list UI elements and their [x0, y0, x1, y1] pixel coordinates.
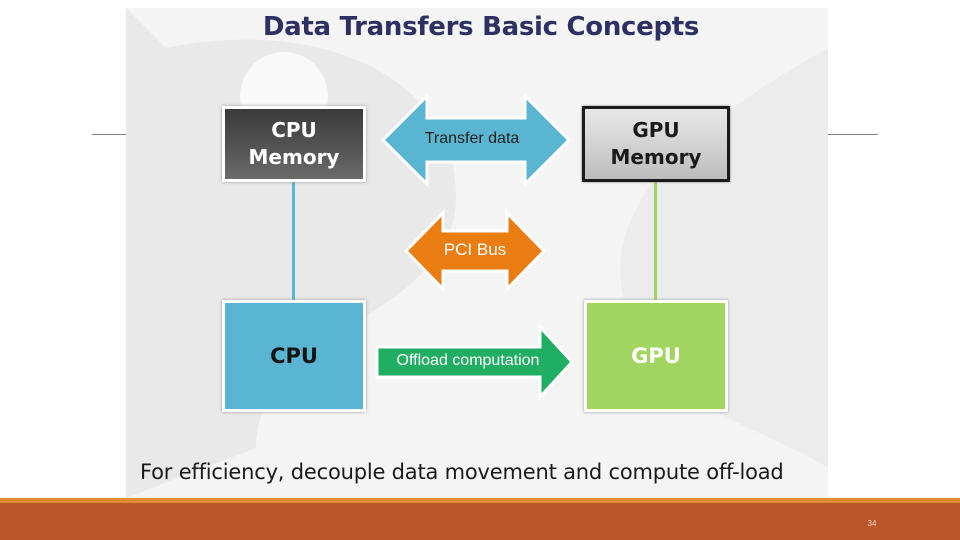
cpu-link-line	[292, 182, 295, 300]
pci-bus-arrow	[403, 209, 547, 293]
transfer-data-label: Transfer data	[424, 130, 520, 147]
page-number: 34	[867, 519, 877, 528]
slide-title: Data Transfers Basic Concepts	[262, 12, 700, 42]
offload-computation-arrow	[375, 323, 575, 401]
pci-bus-label: PCI Bus	[443, 240, 507, 259]
transfer-data-arrow	[380, 92, 572, 188]
left-rule	[92, 134, 126, 135]
gpu-memory-label-line1: GPU	[632, 118, 680, 142]
cpu-box: CPU	[222, 300, 366, 412]
cpu-memory-label-line2: Memory	[248, 145, 340, 169]
cpu-memory-box: CPU Memory	[222, 106, 366, 182]
gpu-label: GPU	[631, 344, 681, 368]
cpu-memory-label-line1: CPU	[271, 118, 317, 142]
gpu-box: GPU	[584, 300, 728, 412]
gpu-memory-box: GPU Memory	[582, 106, 730, 182]
right-rule	[828, 134, 878, 135]
footer-bar	[0, 498, 960, 540]
slide-caption: For efficiency, decouple data movement a…	[140, 460, 784, 484]
offload-computation-label: Offload computation	[396, 352, 540, 369]
gpu-memory-label-line2: Memory	[610, 145, 702, 169]
gpu-link-line	[654, 182, 657, 300]
slide-image-panel	[126, 8, 828, 498]
cpu-label: CPU	[270, 344, 318, 368]
